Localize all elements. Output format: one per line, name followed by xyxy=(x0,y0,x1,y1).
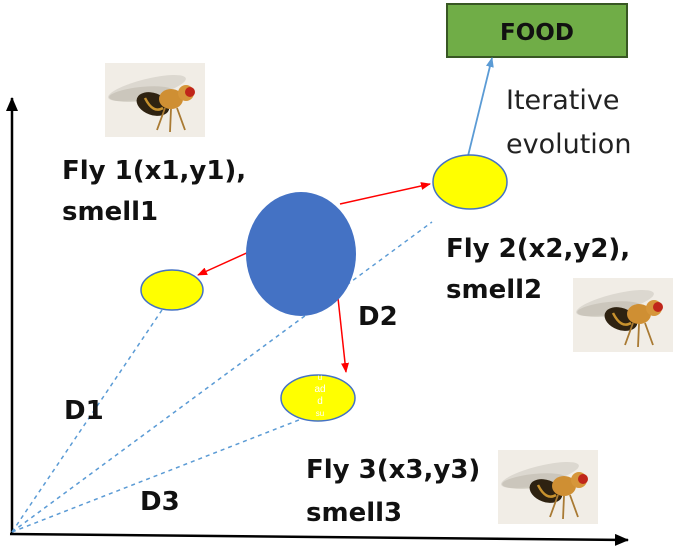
distance-label-d3: D3 xyxy=(140,487,180,517)
search-arrow-fly2 xyxy=(339,182,431,205)
distance-label-d1: D1 xyxy=(64,396,104,426)
fruit-fly-photo-1 xyxy=(103,61,207,139)
x-axis xyxy=(9,532,629,546)
evolution-label-line1: Iterative xyxy=(506,85,619,116)
search-arrow-fly3 xyxy=(337,297,350,373)
food-label: FOOD xyxy=(500,20,574,46)
fly-2-label-line2: smell2 xyxy=(446,275,542,305)
fly-3-overlay-text-1: u xyxy=(318,373,322,382)
evolution-label-line2: evolution xyxy=(506,129,631,160)
fruit-fly-photo-2 xyxy=(571,276,675,354)
fly-1-label-line2: smell1 xyxy=(62,197,158,227)
distance-line-d2 xyxy=(11,221,433,533)
fly-1-ellipse xyxy=(140,269,204,311)
swarm-center-ellipse xyxy=(246,192,356,316)
evolution-arrow xyxy=(467,57,494,157)
fly-1-label-line1: Fly 1(x1,y1), xyxy=(62,156,246,186)
fly-3-overlay-text-3: d xyxy=(317,396,323,407)
fly-2-ellipse xyxy=(432,154,508,210)
fly-3-overlay-text-4: su xyxy=(316,409,324,418)
fly-3-overlay-text-2: ad xyxy=(314,384,325,395)
fly-3-ellipse xyxy=(280,374,356,422)
search-arrow-fly1 xyxy=(197,250,252,276)
fly-3-label-line1: Fly 3(x3,y3) xyxy=(306,455,480,485)
distance-label-d2: D2 xyxy=(358,302,398,332)
fly-2-label-line1: Fly 2(x2,y2), xyxy=(446,234,630,264)
fruit-fly-photo-3 xyxy=(496,448,600,526)
fly-3-label-line2: smell3 xyxy=(306,498,402,528)
food-box xyxy=(446,3,628,58)
